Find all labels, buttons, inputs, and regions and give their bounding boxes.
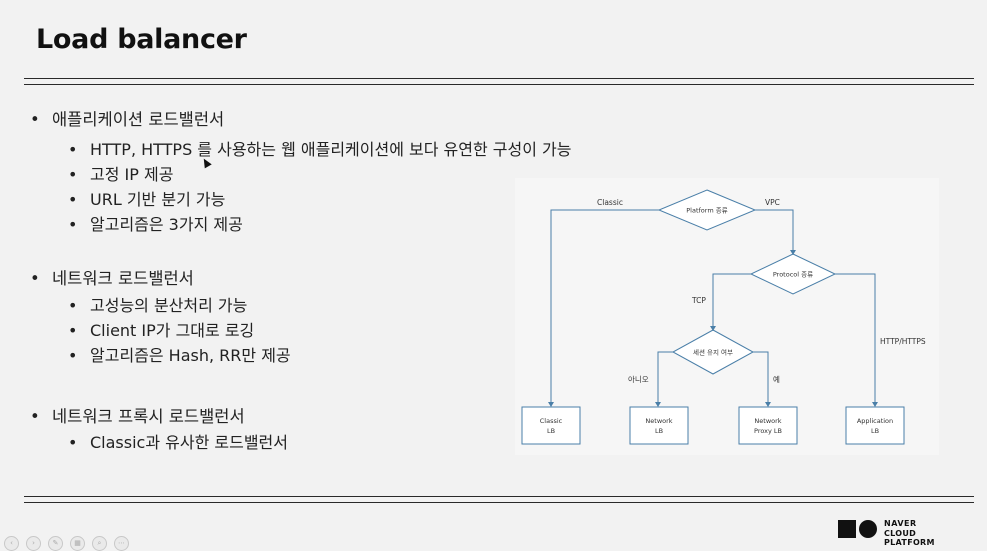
- edge-classic-line: [550, 209, 659, 406]
- node-classic-label-1: Classic: [540, 417, 563, 425]
- node-app-label-1: Application: [857, 417, 893, 425]
- decision-platform-shape: [657, 189, 757, 231]
- edge-vpc-label: VPC: [765, 198, 780, 207]
- node-classic-box: [521, 406, 581, 445]
- decision-session-shape: [671, 329, 755, 375]
- bullet-icon: •: [68, 296, 78, 315]
- node-network-label-1: Network: [645, 417, 672, 425]
- edge-no-line: [657, 351, 673, 406]
- list-item: • 고성능의 분산처리 가능: [68, 292, 247, 316]
- top-rule: [24, 78, 974, 79]
- node-network-label-2: LB: [655, 427, 663, 435]
- list-item: • 알고리즘은 3가지 제공: [68, 211, 243, 235]
- node-proxy-label-2: Proxy LB: [754, 427, 782, 435]
- list-item-text: 고정 IP 제공: [90, 165, 174, 184]
- edge-tcp-line: [712, 273, 751, 330]
- list-item-text: Classic과 유사한 로드밸런서: [90, 433, 288, 452]
- node-app-label-2: LB: [871, 427, 879, 435]
- edge-vpc-line: [755, 209, 794, 254]
- list-item-text: HTTP, HTTPS 를 사용하는 웹 애플리케이션에 보다 유연한 구성이 …: [90, 140, 572, 159]
- bottom-rule: [24, 496, 974, 497]
- slide-title: Load balancer: [36, 24, 247, 55]
- decision-session-label: 세션 유지 여부: [693, 348, 733, 357]
- bullet-icon: •: [30, 110, 40, 129]
- decision-protocol-label: Protocol 종류: [773, 271, 813, 279]
- list-item: • URL 기반 분기 가능: [68, 186, 225, 210]
- list-item-text: 알고리즘은 3가지 제공: [90, 215, 243, 234]
- decision-protocol-shape: [749, 253, 837, 295]
- list-item: • Classic과 유사한 로드밸런서: [68, 429, 288, 453]
- list-item: • HTTP, HTTPS 를 사용하는 웹 애플리케이션에 보다 유연한 구성이…: [68, 136, 571, 160]
- node-proxy-label-1: Network: [754, 417, 781, 425]
- edge-http-label: HTTP/HTTPS: [880, 337, 926, 346]
- flowchart-svg: Platform 종류 Protocol 종류 세션 유지 여부 Classic…: [521, 189, 926, 445]
- presentation-toolbar: ‹ › ✎ ▦ ⌕ ⋯: [4, 534, 154, 551]
- section-heading-network-proxy-lb: • 네트워크 프록시 로드밸런서: [30, 403, 245, 427]
- section-heading-network-lb: • 네트워크 로드밸런서: [30, 265, 194, 289]
- bullet-icon: •: [68, 165, 78, 184]
- bullet-icon: •: [68, 433, 78, 452]
- list-item-text: 알고리즘은 Hash, RR만 제공: [90, 346, 291, 365]
- next-slide-icon[interactable]: ›: [26, 536, 41, 551]
- node-proxy-box: [738, 406, 798, 445]
- prev-slide-icon[interactable]: ‹: [4, 536, 19, 551]
- edge-tcp-label: TCP: [691, 296, 706, 305]
- lb-decision-diagram: Platform 종류 Protocol 종류 세션 유지 여부 Classic…: [515, 178, 939, 455]
- logo-square-icon: [838, 520, 856, 538]
- list-item: • Client IP가 그대로 로깅: [68, 317, 254, 341]
- naver-cloud-logo: NAVER CLOUD PLATFORM: [838, 516, 968, 547]
- edge-yes-label: 예: [773, 374, 780, 384]
- brand-line-1: NAVER: [884, 519, 917, 528]
- bottom-rule-2: [24, 502, 974, 503]
- list-item-text: Client IP가 그대로 로깅: [90, 321, 255, 340]
- bullet-icon: •: [68, 140, 78, 159]
- bullet-icon: •: [30, 269, 40, 288]
- bullet-icon: •: [68, 346, 78, 365]
- section-heading-text: 네트워크 프록시 로드밸런서: [52, 407, 245, 426]
- zoom-icon[interactable]: ⌕: [92, 536, 107, 551]
- logo-circle-icon: [859, 520, 877, 538]
- list-item-text: 고성능의 분산처리 가능: [90, 296, 248, 315]
- list-item: • 고정 IP 제공: [68, 161, 173, 185]
- list-item: • 알고리즘은 Hash, RR만 제공: [68, 342, 291, 366]
- edge-yes-line: [753, 351, 769, 406]
- more-options-icon[interactable]: ⋯: [114, 536, 129, 551]
- section-heading-text: 네트워크 로드밸런서: [52, 269, 194, 288]
- node-classic-label-2: LB: [547, 427, 555, 435]
- section-heading-application-lb: • 애플리케이션 로드밸런서: [30, 106, 224, 130]
- decision-platform-label: Platform 종류: [686, 207, 727, 215]
- top-rule-2: [24, 84, 974, 85]
- pen-icon[interactable]: ✎: [48, 536, 63, 551]
- list-item-text: URL 기반 분기 가능: [90, 190, 226, 209]
- bullet-icon: •: [30, 407, 40, 426]
- bullet-icon: •: [68, 321, 78, 340]
- edge-http-line: [835, 273, 876, 406]
- bullet-icon: •: [68, 190, 78, 209]
- brand-line-2: CLOUD PLATFORM: [884, 529, 935, 547]
- bullet-icon: •: [68, 215, 78, 234]
- edge-classic-label: Classic: [597, 198, 623, 207]
- section-heading-text: 애플리케이션 로드밸런서: [52, 110, 225, 129]
- node-network-box: [629, 406, 689, 445]
- node-app-box: [845, 406, 905, 445]
- slides-grid-icon[interactable]: ▦: [70, 536, 85, 551]
- edge-no-label: 아니오: [628, 374, 649, 384]
